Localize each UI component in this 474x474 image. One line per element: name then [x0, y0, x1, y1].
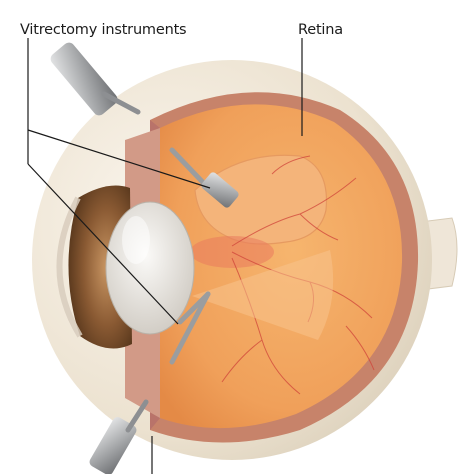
vitreous-highlight — [192, 250, 334, 340]
lens-highlight — [122, 216, 150, 264]
blood-vessels — [221, 155, 375, 395]
vitrectomy-probe-icon — [169, 291, 211, 365]
lens — [105, 201, 195, 335]
vitrectomy-probe-icon — [50, 42, 141, 116]
label-retina: Retina — [298, 22, 343, 38]
leader-lines — [27, 38, 303, 474]
vitrectomy-probe-icon — [89, 399, 149, 474]
cornea — [56, 196, 83, 338]
label-vitrectomy-instruments: Vitrectomy instruments — [20, 22, 187, 38]
macula-fold — [194, 154, 328, 245]
